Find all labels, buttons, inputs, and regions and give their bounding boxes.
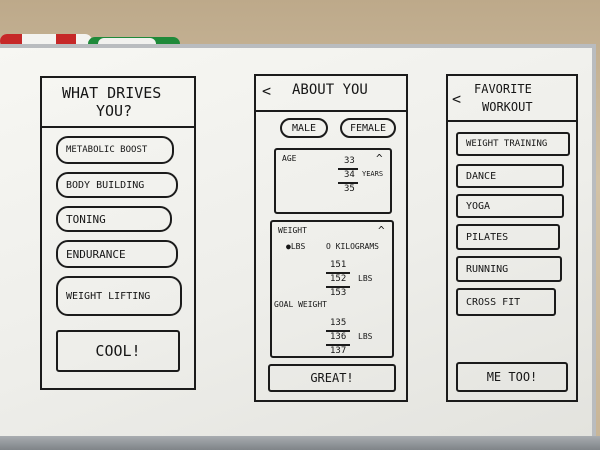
option-yoga[interactable]: YOGA xyxy=(456,194,564,218)
divider xyxy=(338,182,358,184)
goal-unit: LBS xyxy=(358,332,373,341)
goal-weight-label: GOAL WEIGHT xyxy=(274,300,327,309)
screen-title: ABOUT YOU xyxy=(292,82,368,98)
screen-header: < ABOUT YOU xyxy=(256,76,406,112)
screen-title: FAVORITE xyxy=(474,82,532,96)
option-toning[interactable]: TONING xyxy=(56,206,172,232)
weight-label: WEIGHT xyxy=(278,226,307,235)
weight-value: 151 xyxy=(330,260,347,270)
unit-kilograms-radio[interactable]: O KILOGRAMS xyxy=(326,242,379,251)
option-weight-lifting[interactable]: WEIGHT LIFTING xyxy=(56,276,182,316)
age-label: AGE xyxy=(282,154,297,163)
age-picker[interactable]: AGE ^ 33 34 YEARS 35 xyxy=(274,148,392,214)
unit-lbs-radio[interactable]: ●LBS xyxy=(286,242,306,251)
option-weight-training[interactable]: WEIGHT TRAINING xyxy=(456,132,570,156)
option-endurance[interactable]: ENDURANCE xyxy=(56,240,178,268)
back-icon[interactable]: < xyxy=(262,82,272,100)
screen-what-drives-you: WHAT DRIVES YOU? METABOLIC BOOST BODY BU… xyxy=(40,76,196,390)
chevron-up-icon[interactable]: ^ xyxy=(378,224,385,237)
goal-value: 135 xyxy=(330,318,347,328)
screen-title-line2: WORKOUT xyxy=(482,100,533,114)
marker-tray xyxy=(0,436,600,450)
option-metabolic-boost[interactable]: METABOLIC BOOST xyxy=(56,136,174,164)
screen-about-you: < ABOUT YOU MALE FEMALE AGE ^ 33 34 YEAR… xyxy=(254,74,408,402)
screen-favorite-workout: < FAVORITE WORKOUT WEIGHT TRAINING DANCE… xyxy=(446,74,578,402)
cool-button[interactable]: COOL! xyxy=(56,330,180,372)
divider xyxy=(338,168,358,170)
screen-title-line2: YOU? xyxy=(96,102,133,120)
age-value: 33 xyxy=(344,156,355,166)
goal-value: 137 xyxy=(330,346,347,356)
divider xyxy=(326,286,350,288)
option-cross-fit[interactable]: CROSS FIT xyxy=(456,288,556,316)
age-value: 35 xyxy=(344,184,355,194)
female-button[interactable]: FEMALE xyxy=(340,118,396,138)
back-icon[interactable]: < xyxy=(452,90,462,108)
screen-title: WHAT DRIVES xyxy=(62,84,162,102)
goal-value-selected: 136 xyxy=(330,332,347,342)
divider xyxy=(326,330,350,332)
option-body-building[interactable]: BODY BUILDING xyxy=(56,172,178,198)
weight-value-selected: 152 xyxy=(330,274,347,284)
male-button[interactable]: MALE xyxy=(280,118,328,138)
age-unit: YEARS xyxy=(362,170,384,178)
chevron-up-icon[interactable]: ^ xyxy=(376,152,383,165)
me-too-button[interactable]: ME TOO! xyxy=(456,362,568,392)
option-dance[interactable]: DANCE xyxy=(456,164,564,188)
option-running[interactable]: RUNNING xyxy=(456,256,562,282)
weight-unit: LBS xyxy=(358,274,373,283)
screen-header: WHAT DRIVES YOU? xyxy=(42,78,194,128)
divider xyxy=(326,344,350,346)
whiteboard: WHAT DRIVES YOU? METABOLIC BOOST BODY BU… xyxy=(0,44,596,440)
divider xyxy=(326,272,350,274)
great-button[interactable]: GREAT! xyxy=(268,364,396,392)
screen-header: < FAVORITE WORKOUT xyxy=(448,76,576,122)
weight-value: 153 xyxy=(330,288,347,298)
weight-picker[interactable]: WEIGHT ^ ●LBS O KILOGRAMS 151 152 LBS 15… xyxy=(270,220,394,358)
option-pilates[interactable]: PILATES xyxy=(456,224,560,250)
age-value-selected: 34 xyxy=(344,170,355,180)
